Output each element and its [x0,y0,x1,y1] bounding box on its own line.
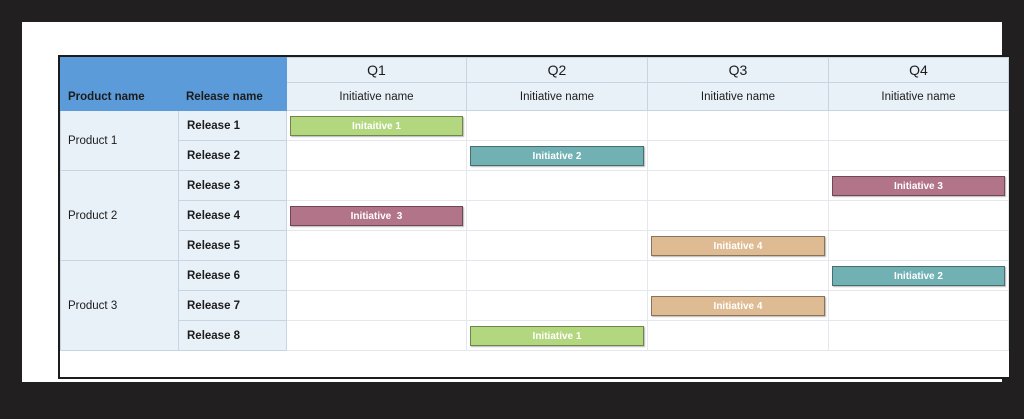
initiative-slot-q2 [466,290,648,321]
initiative-slot-q3 [647,170,829,201]
initiative-slot-q4 [828,320,1009,351]
initiative-slot-q2 [466,170,648,201]
document-sheet: Q1 Q2 Q3 Q4 Product name Release name In… [22,22,1010,382]
column-header-q1: Q1 [286,57,467,83]
initiative-slot-q3: Initiative 4 [647,230,829,261]
footer-spacer-cell [60,350,179,377]
initiative-slot-q3 [647,110,829,141]
table-row: Release 7 Initiative 4 [61,290,1009,321]
header-row-quarters: Q1 Q2 Q3 Q4 [60,57,1009,83]
initiative-slot-q1 [286,140,467,171]
initiative-bar[interactable]: Initiative 3 [832,175,1005,196]
table-header: Q1 Q2 Q3 Q4 Product name Release name In… [60,57,1009,111]
initiative-bar[interactable]: Initiative 2 [470,145,644,166]
subheader-q3-initiative-name: Initiative name [647,82,829,111]
initiative-slot-q4 [828,140,1009,171]
release-name-cell: Release 3 [178,170,287,201]
column-header-q4: Q4 [828,57,1009,83]
initiative-slot-q2 [466,260,648,291]
initiative-slot-q2 [466,110,648,141]
product-name-cell: Product 1 [60,110,179,171]
initiative-slot-q1: Initaitive 1 [286,110,467,141]
initiative-slot-q4: Initiative 2 [828,260,1009,291]
subheader-q2-initiative-name: Initiative name [466,82,648,111]
initiative-slot-q2 [466,200,648,231]
initiative-bar[interactable]: Initiative 3 [290,205,463,226]
initiative-slot-q1: Initiative 3 [286,200,467,231]
initiative-slot-q1 [286,230,467,261]
table-footer-spacer-row [60,350,1009,377]
release-name-cell: Release 8 [178,320,287,351]
initiative-slot-q1 [286,170,467,201]
initiative-bar[interactable]: Initaitive 1 [290,115,463,136]
roadmap-table-container: Q1 Q2 Q3 Q4 Product name Release name In… [58,55,1010,379]
table-row: Release 8 Initiative 1 [61,320,1009,351]
table-row: Release 5 Initiative 4 [61,230,1009,261]
release-name-cell: Release 4 [178,200,287,231]
subheader-q1-initiative-name: Initiative name [286,82,467,111]
initiative-slot-q2: Initiative 1 [466,320,648,351]
initiative-slot-q4 [828,230,1009,261]
initiative-slot-q3: Initiative 4 [647,290,829,321]
initiative-slot-q4 [828,110,1009,141]
release-name-cell: Release 5 [178,230,287,261]
initiative-slot-q2 [466,230,648,261]
column-header-release-name: Release name [178,82,287,111]
initiative-bar[interactable]: Initiative 4 [651,295,825,316]
footer-spacer-cell [647,350,829,377]
table-row: Release 2 Initiative 2 [61,140,1009,171]
initiative-slot-q3 [647,320,829,351]
initiative-slot-q4 [828,290,1009,321]
release-name-cell: Release 1 [178,110,287,141]
initiative-bar[interactable]: Initiative 2 [832,265,1005,286]
initiative-slot-q3 [647,200,829,231]
initiative-slot-q3 [647,140,829,171]
roadmap-table: Q1 Q2 Q3 Q4 Product name Release name In… [60,57,1009,377]
column-header-q2: Q2 [466,57,648,83]
initiative-bar[interactable]: Initiative 4 [651,235,825,256]
product-name-cell: Product 2 [60,170,179,261]
initiative-bar[interactable]: Initiative 1 [470,325,644,346]
footer-spacer-cell [466,350,648,377]
release-name-cell: Release 7 [178,290,287,321]
release-name-cell: Release 2 [178,140,287,171]
subheader-q4-initiative-name: Initiative name [828,82,1009,111]
header-row-subheaders: Product name Release name Initiative nam… [60,82,1009,111]
initiative-slot-q4: Initiative 3 [828,170,1009,201]
release-name-cell: Release 6 [178,260,287,291]
initiative-slot-q3 [647,260,829,291]
initiative-slot-q2: Initiative 2 [466,140,648,171]
footer-spacer-cell [286,350,467,377]
product-name-cell: Product 3 [60,260,179,351]
footer-spacer-cell [828,350,1009,377]
footer-spacer-cell [178,350,287,377]
initiative-slot-q4 [828,200,1009,231]
initiative-slot-q1 [286,320,467,351]
header-corner-blank-release [178,57,287,83]
column-header-q3: Q3 [647,57,829,83]
column-header-product-name: Product name [60,82,179,111]
initiative-slot-q1 [286,260,467,291]
header-corner-blank-product [60,57,179,83]
initiative-slot-q1 [286,290,467,321]
